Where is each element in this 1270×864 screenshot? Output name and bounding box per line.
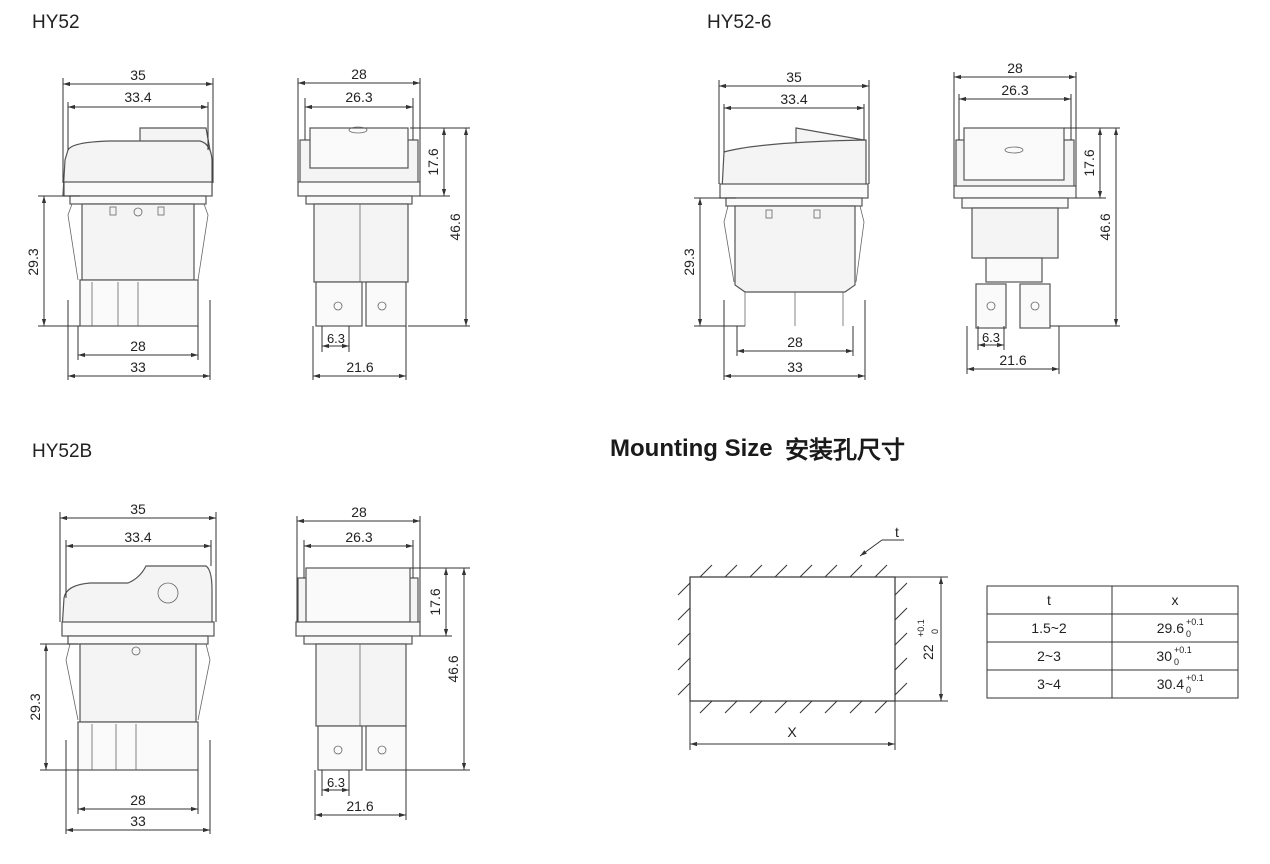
dim-hy52-6-total-height: 46.6 xyxy=(1097,213,1113,240)
mounting-height-tol-upper: +0.1 xyxy=(916,619,926,637)
hy52-6-side-view: 28 26.3 17.6 46.6 6.3 21.6 xyxy=(953,60,1120,374)
dim-hy52b-total-height: 46.6 xyxy=(445,655,461,682)
dim-hy52b-side-inner: 26.3 xyxy=(345,529,372,545)
table-row-3-upper: +0.1 xyxy=(1186,673,1204,683)
table-row-3-t: 3~4 xyxy=(1037,676,1061,692)
table-row-2-lower: 0 xyxy=(1174,657,1179,667)
dim-hy52-terminal: 6.3 xyxy=(327,331,345,346)
dim-hy52b-bottom-width: 21.6 xyxy=(346,798,373,814)
dim-hy52-6-side-inner: 26.3 xyxy=(1001,82,1028,98)
dim-hy52-side-outer: 28 xyxy=(351,66,367,82)
mounting-hole-diagram: t 22 +0.1 0 X xyxy=(677,524,948,750)
hy52-side-view: 28 26.3 17.6 46.6 6.3 21.6 xyxy=(297,66,470,380)
dim-hy52b-side-outer: 28 xyxy=(351,504,367,520)
mounting-height-tol-lower: 0 xyxy=(930,629,940,634)
dim-hy52-outer-width: 35 xyxy=(130,67,146,83)
table-row-1-t: 1.5~2 xyxy=(1031,620,1067,636)
dim-hy52b-terminal: 6.3 xyxy=(327,775,345,790)
model-label-hy52-6: HY52-6 xyxy=(707,12,771,33)
dim-hy52-6-bottom-outer: 33 xyxy=(787,359,803,375)
dim-hy52b-outer-width: 35 xyxy=(130,501,146,517)
mounting-t-label: t xyxy=(895,524,899,540)
table-row-1-upper: +0.1 xyxy=(1186,617,1204,627)
model-label-hy52: HY52 xyxy=(32,12,80,33)
dim-hy52-inner-width: 33.4 xyxy=(124,89,151,105)
hy52-6-front-view: 35 33.4 29.3 28 33 xyxy=(681,69,870,380)
hy52b-side-view: 28 26.3 17.6 46.6 6.3 21.6 xyxy=(295,504,470,820)
mounting-size-table: t x 1.5~2 29.6 +0.1 0 2~3 30 +0.1 0 3~4 … xyxy=(986,585,1239,699)
dim-hy52-top-height: 17.6 xyxy=(425,148,441,175)
dim-hy52-6-bottom-inner: 28 xyxy=(787,334,803,350)
dim-hy52-height: 29.3 xyxy=(25,248,41,275)
table-row-2-upper: +0.1 xyxy=(1174,645,1192,655)
dim-hy52b-height: 29.3 xyxy=(27,693,43,720)
table-header-t: t xyxy=(1047,592,1051,608)
table-header-x: x xyxy=(1172,592,1179,608)
dim-hy52-bottom-outer: 33 xyxy=(130,359,146,375)
hy52b-front-view: 35 33.4 29.3 28 33 xyxy=(27,501,217,834)
dim-hy52-6-terminal: 6.3 xyxy=(982,330,1000,345)
hy52-front-view: 35 33.4 29.3 28 33 xyxy=(25,67,214,380)
table-row-2-t: 2~3 xyxy=(1037,648,1061,664)
table-row-3-lower: 0 xyxy=(1186,685,1191,695)
dim-hy52-6-inner-width: 33.4 xyxy=(780,91,807,107)
dim-hy52b-top-height: 17.6 xyxy=(427,588,443,615)
dim-hy52b-inner-width: 33.4 xyxy=(124,529,151,545)
table-row-3-x: 30.4 xyxy=(1157,676,1184,692)
dim-hy52-total-height: 46.6 xyxy=(447,213,463,240)
table-row-2-x: 30 xyxy=(1156,648,1172,664)
dim-hy52-6-outer-width: 35 xyxy=(786,69,802,85)
mounting-x-label: X xyxy=(787,724,797,740)
dim-hy52-6-height: 29.3 xyxy=(681,248,697,275)
dim-hy52-bottom-inner: 28 xyxy=(130,338,146,354)
dim-hy52b-bottom-outer: 33 xyxy=(130,813,146,829)
dim-hy52-side-inner: 26.3 xyxy=(345,89,372,105)
dim-hy52b-bottom-inner: 28 xyxy=(130,792,146,808)
mounting-size-heading-cn: 安装孔尺寸 xyxy=(785,436,905,464)
table-row-1-lower: 0 xyxy=(1186,629,1191,639)
dim-hy52-6-bottom-width: 21.6 xyxy=(999,352,1026,368)
model-label-hy52b: HY52B xyxy=(32,441,92,462)
table-row-1-x: 29.6 xyxy=(1157,620,1184,636)
mounting-size-heading: Mounting Size xyxy=(610,435,773,462)
dim-hy52-6-top-height: 17.6 xyxy=(1081,149,1097,176)
mounting-height-label: 22 xyxy=(920,644,936,660)
dim-hy52-bottom-width: 21.6 xyxy=(346,359,373,375)
dim-hy52-6-side-outer: 28 xyxy=(1007,60,1023,76)
